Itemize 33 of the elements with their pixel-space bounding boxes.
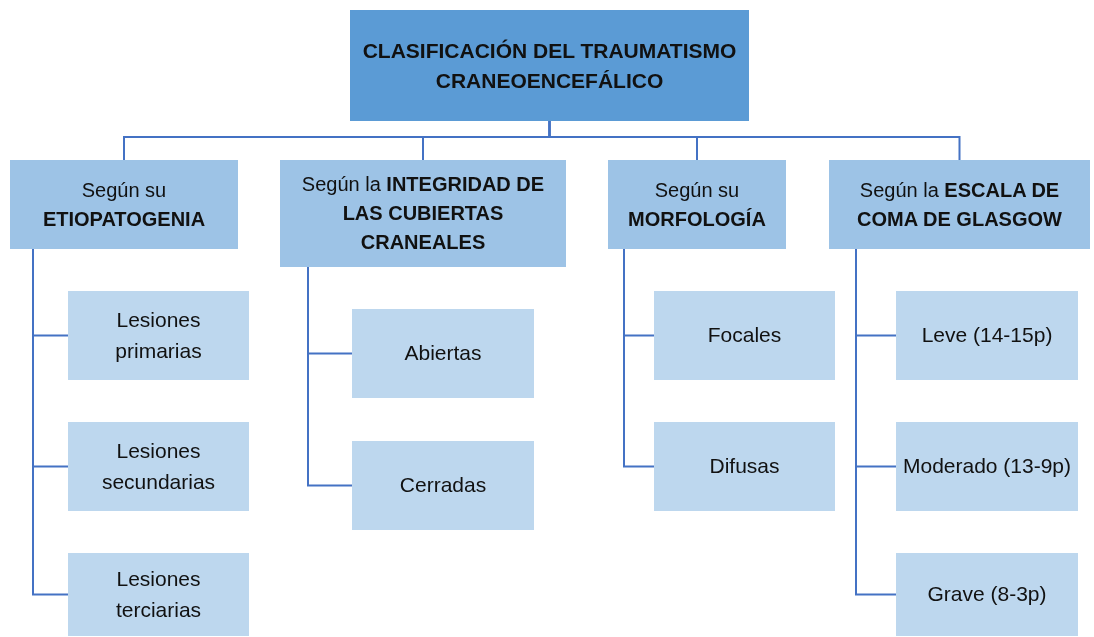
subcategory-box bbox=[896, 291, 1078, 380]
title-box bbox=[350, 10, 749, 121]
subcategory-box bbox=[68, 291, 249, 380]
subcategory-box bbox=[896, 553, 1078, 636]
box-label: Difusas bbox=[709, 453, 780, 480]
subcategory-box bbox=[654, 422, 835, 511]
connector-line bbox=[548, 120, 961, 161]
box-label: Según la INTEGRIDAD DE LAS CUBIERTAS CRANEALES bbox=[300, 172, 546, 255]
box-label: Moderado (13-9p) bbox=[902, 453, 1072, 480]
box-label: Según su MORFOLOGÍA bbox=[627, 177, 767, 232]
box-label: Lesiones primarias bbox=[114, 307, 203, 364]
subcategory-box bbox=[352, 441, 534, 530]
box-label: Lesiones secundarias bbox=[100, 438, 217, 495]
subcategory-box bbox=[896, 422, 1078, 511]
connector-line bbox=[623, 248, 655, 468]
category-box bbox=[280, 160, 566, 267]
box-label: Lesiones terciarias bbox=[114, 566, 203, 623]
box-label: CLASIFICACIÓN DEL TRAUMATISMO CRANEOENCEFÁLICO bbox=[361, 38, 738, 94]
subcategory-box bbox=[68, 553, 249, 636]
box-label: Grave (8-3p) bbox=[927, 581, 1047, 608]
box-label: Según su ETIOPATOGENIA bbox=[41, 177, 207, 232]
subcategory-box bbox=[352, 309, 534, 398]
box-label: Cerradas bbox=[399, 472, 487, 499]
category-box bbox=[608, 160, 786, 249]
category-box bbox=[10, 160, 238, 249]
subcategory-box bbox=[654, 291, 835, 380]
box-label: Según la ESCALA DE COMA DE GLASGOW bbox=[856, 177, 1063, 232]
box-label: Focales bbox=[707, 322, 782, 349]
category-box bbox=[829, 160, 1090, 249]
box-label: Leve (14-15p) bbox=[921, 322, 1053, 349]
box-label: Abiertas bbox=[404, 340, 482, 367]
subcategory-box bbox=[68, 422, 249, 511]
connector-line bbox=[307, 266, 353, 487]
